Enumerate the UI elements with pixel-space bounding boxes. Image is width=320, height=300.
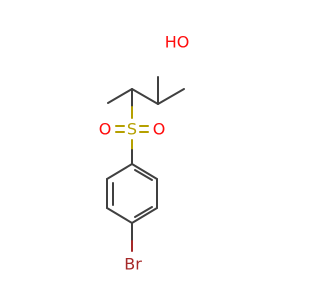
oxygen-right-label: O	[153, 120, 166, 139]
ring-bond-3	[106, 207, 133, 224]
ring-inner-2	[134, 206, 153, 218]
ring-bond-1	[106, 163, 133, 180]
bond-c3-c2	[131, 88, 159, 105]
hydroxyl-label: HO	[165, 33, 190, 52]
ring-bond-6	[131, 163, 158, 180]
ring-bond-4	[131, 207, 158, 224]
oxygen-left-label: O	[99, 120, 112, 139]
sulfur-label: S	[127, 120, 137, 139]
chemical-structure: HO S O O Br	[99, 33, 190, 274]
bond-c4-c3	[107, 88, 133, 104]
bromine-label: Br	[124, 255, 142, 274]
ring-inner-3	[134, 169, 153, 181]
bond-c2-c1	[157, 88, 185, 105]
